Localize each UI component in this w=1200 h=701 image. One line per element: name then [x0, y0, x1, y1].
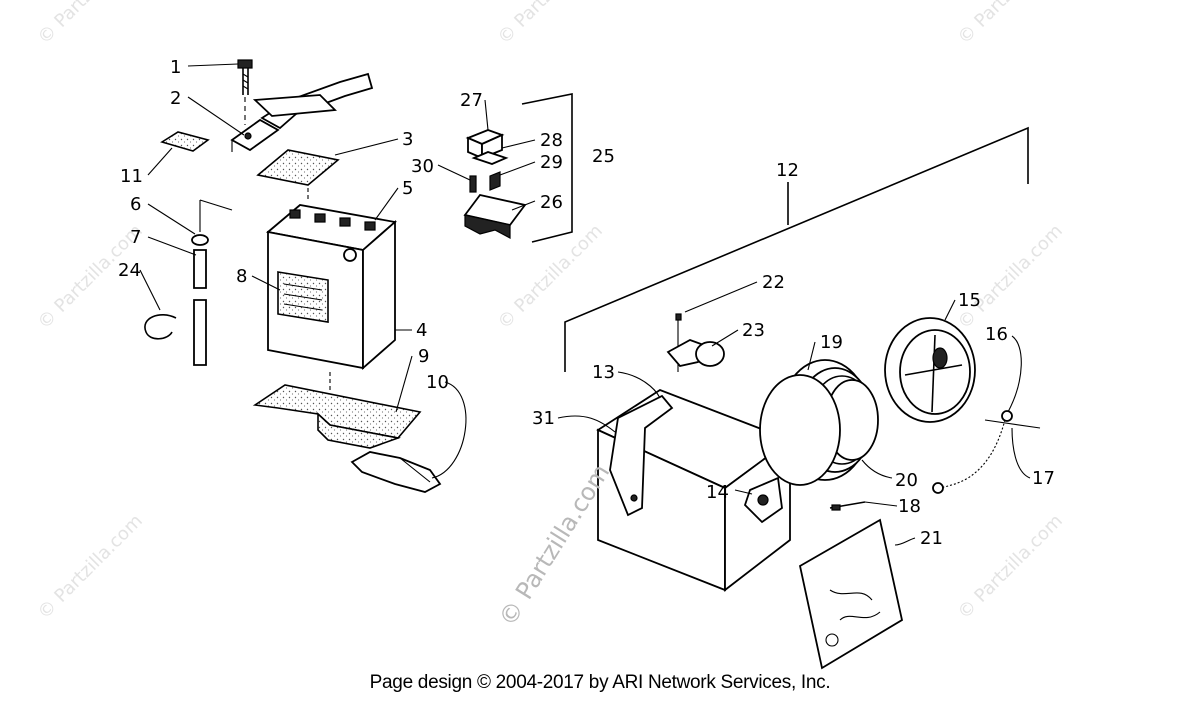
callout-10: 10: [426, 372, 449, 393]
callout-8: 8: [236, 266, 247, 287]
callout-23: 23: [742, 320, 765, 341]
callout-16: 16: [985, 324, 1008, 345]
callout-14: 14: [706, 482, 729, 503]
hold-down-strap-part: [230, 72, 374, 152]
callout-27: 27: [460, 90, 483, 111]
watermark: © Partzilla.com: [494, 0, 607, 49]
battery-group: [144, 59, 442, 493]
clip-part: [144, 314, 177, 340]
callout-20: 20: [895, 470, 918, 491]
watermark: © Partzilla.com: [34, 0, 147, 49]
callout-7: 7: [130, 227, 141, 248]
watermark: © Partzilla.com: [954, 220, 1067, 333]
callout-15: 15: [958, 290, 981, 311]
callout-17: 17: [1032, 468, 1055, 489]
battery-pad-part: [256, 149, 340, 186]
callout-26: 26: [540, 192, 563, 213]
callout-9: 9: [418, 346, 429, 367]
callout-19: 19: [820, 332, 843, 353]
callout-labels: 1 2 3 11 5 6 7 24 8 4 9 10 27 28 29 30 2…: [118, 57, 1055, 549]
callout-12: 12: [776, 160, 799, 181]
callout-5: 5: [402, 178, 413, 199]
watermark-large: © Partzilla.com: [493, 459, 615, 631]
callout-1: 1: [170, 57, 181, 78]
battery-part: [265, 204, 398, 370]
callout-2: 2: [170, 88, 181, 109]
leader-lines: [139, 63, 1031, 546]
watermark: © Partzilla.com: [954, 510, 1067, 623]
callout-11: 11: [120, 166, 143, 187]
callout-28: 28: [540, 130, 563, 151]
watermark: © Partzilla.com: [954, 0, 1067, 49]
callout-6: 6: [130, 194, 141, 215]
callout-24: 24: [118, 260, 141, 281]
terminal-cover-part: [350, 451, 442, 493]
callout-4: 4: [416, 320, 427, 341]
callout-30: 30: [411, 156, 434, 177]
callout-21: 21: [920, 528, 943, 549]
callout-25: 25: [592, 146, 615, 167]
storage-box-group: [564, 126, 1041, 670]
vent-tube-part: [191, 199, 233, 366]
callout-29: 29: [540, 152, 563, 173]
callout-13: 13: [592, 362, 615, 383]
callout-18: 18: [898, 496, 921, 517]
watermark: © Partzilla.com: [34, 510, 147, 623]
copyright-footer: Page design © 2004-2017 by ARI Network S…: [369, 672, 831, 693]
fuse-block-group: [463, 93, 573, 243]
callout-31: 31: [532, 408, 555, 429]
pad-part: [160, 131, 210, 152]
callout-3: 3: [402, 129, 413, 150]
callout-22: 22: [762, 272, 785, 293]
bolt-part: [237, 59, 253, 125]
